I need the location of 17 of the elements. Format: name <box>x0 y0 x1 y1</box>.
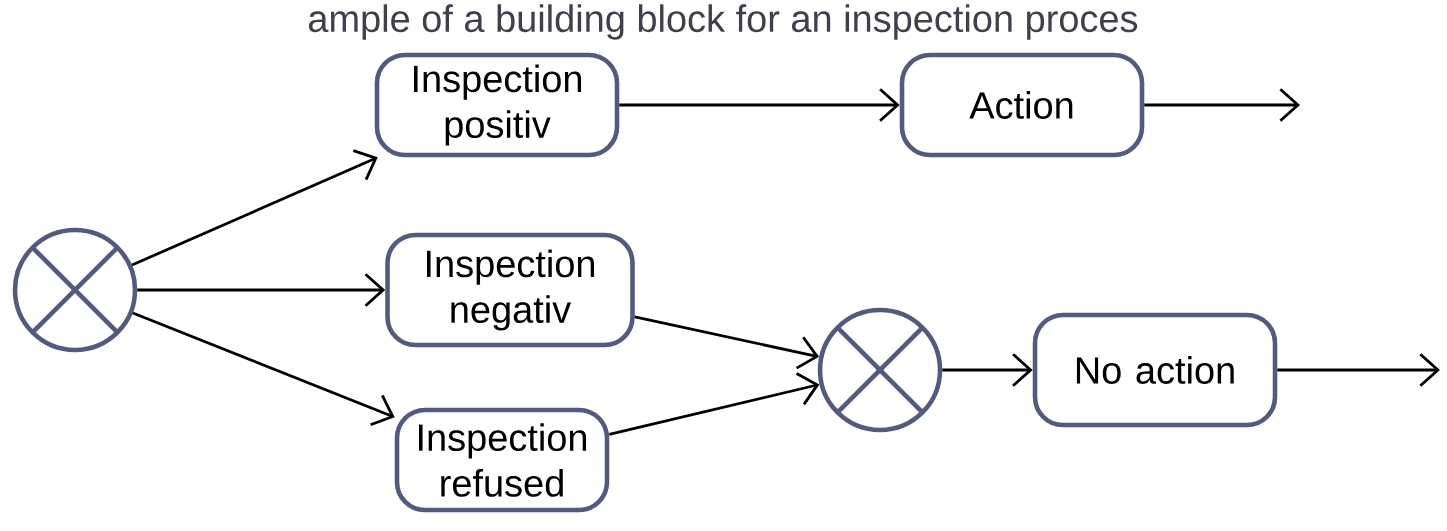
arrow <box>1277 353 1440 387</box>
arrow <box>1144 88 1301 122</box>
process-box: Action <box>899 52 1145 158</box>
arrow <box>131 149 378 267</box>
arrow <box>634 315 820 370</box>
gateway-circle <box>817 307 943 433</box>
process-box: No action <box>1032 312 1278 428</box>
gateway-circle <box>12 227 138 353</box>
arrow <box>609 372 820 436</box>
arrow <box>132 311 395 427</box>
process-box: Inspection positiv <box>374 52 620 158</box>
arrow <box>619 88 900 122</box>
process-box: Inspection refused <box>394 407 610 513</box>
process-box: Inspection negativ <box>385 232 635 348</box>
arrow <box>137 273 386 307</box>
title: ample of a building block for an inspection proces <box>308 4 1138 40</box>
arrow <box>942 353 1033 387</box>
